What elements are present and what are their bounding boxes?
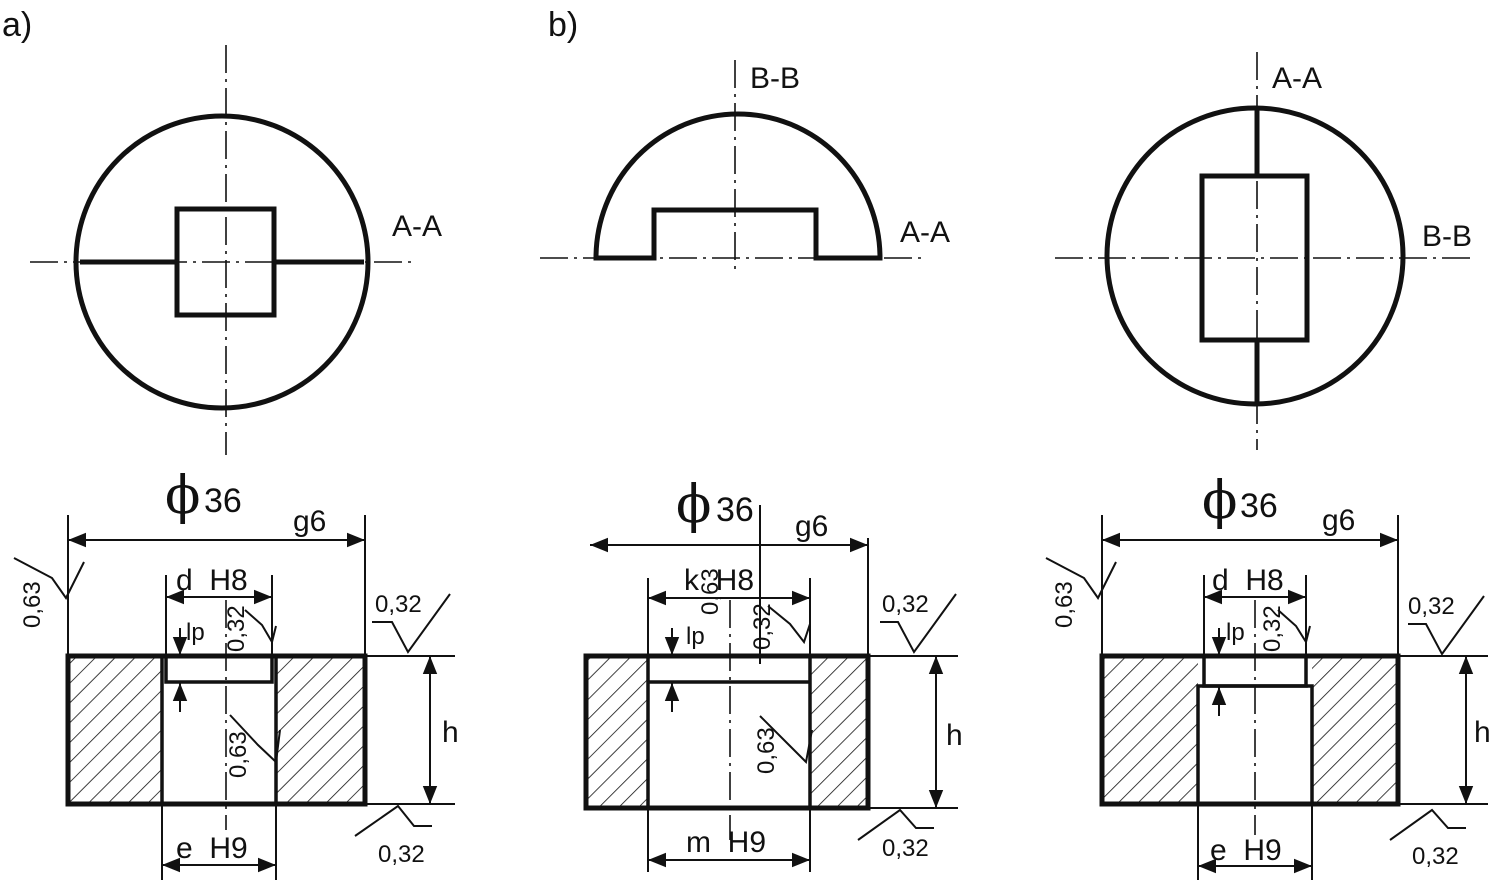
svg-text:0,32: 0,32 (375, 591, 422, 618)
panel-c-dia-tolerance: g6 (1322, 504, 1355, 537)
svg-text:0,32: 0,32 (882, 835, 929, 862)
panel-b-label: b) (548, 6, 578, 44)
svg-text:0,32: 0,32 (882, 591, 929, 618)
panel-a-roughness-top: 0,32 (372, 591, 451, 654)
panel-a: a) A-A ϕ 36 g6 d H8 (2, 6, 459, 880)
panel-a-dia-tolerance: g6 (293, 505, 326, 538)
svg-text:0,32: 0,32 (378, 841, 425, 868)
panel-c-roughness-bottom: 0,32 (1389, 808, 1466, 870)
svg-text:0,32: 0,32 (1412, 843, 1459, 870)
panel-b-roughness-inner-top: 0,32 (749, 603, 811, 650)
panel-b-section-view: ϕ 36 g6 k H8 0,63 lp h m H9 (583, 475, 963, 872)
svg-text:0,32: 0,32 (223, 605, 250, 652)
panel-c-roughness-outer: 0,63 (1045, 557, 1117, 628)
panel-b-dia-tolerance: g6 (795, 510, 828, 543)
panel-a-top-view: A-A (30, 45, 442, 455)
panel-a-height-label: h (442, 716, 459, 749)
panel-b-section-side: A-A (900, 216, 950, 249)
panel-b-top-view: B-B A-A (540, 60, 950, 270)
panel-b-depth-label: lp (686, 623, 705, 650)
panel-c-section-top: A-A (1272, 62, 1322, 95)
svg-text:0,32: 0,32 (1408, 593, 1455, 620)
svg-text:0,32: 0,32 (1259, 605, 1286, 652)
panel-a-inner-label: d H8 (176, 564, 248, 597)
panel-c-section-view: ϕ 36 g6 d H8 lp h e H9 (1045, 471, 1491, 880)
panel-b-roughness-bottom: 0,32 (857, 808, 934, 862)
svg-text:0,63: 0,63 (225, 731, 252, 778)
panel-c-depth-label: lp (1226, 619, 1245, 646)
panel-c-inner-label: d H8 (1212, 564, 1284, 597)
panel-a-roughness-inner-bore: 0,63 (225, 714, 281, 778)
panel-a-roughness-inner-top: 0,32 (223, 605, 277, 652)
panel-c-bore-label: e H9 (1210, 834, 1282, 867)
panel-b-roughness-inner-bore: 0,63 (753, 715, 813, 774)
panel-b-bore-label: m H9 (686, 826, 766, 859)
panel-b-height-label: h (946, 719, 963, 752)
panel-b-section-top: B-B (750, 62, 800, 95)
panel-a-phi-symbol: ϕ (165, 466, 200, 526)
panel-c-dia-value: 36 (1240, 487, 1278, 525)
panel-a-roughness-bottom: 0,32 (354, 804, 432, 868)
panel-b: b) B-B A-A ϕ 36 g6 k H8 0,63 (540, 6, 963, 872)
svg-text:0,63: 0,63 (753, 727, 780, 774)
panel-b-dia-value: 36 (716, 491, 754, 529)
panel-b-phi-symbol: ϕ (676, 475, 711, 535)
panel-b-roughness-top: 0,32 (880, 591, 957, 654)
svg-text:0,32: 0,32 (749, 603, 776, 650)
svg-text:0,63: 0,63 (1051, 581, 1078, 628)
panel-c-roughness-top: 0,32 (1408, 593, 1485, 656)
panel-c-top-view: A-A B-B (1055, 52, 1472, 450)
panel-a-label: a) (2, 6, 32, 44)
panel-c-phi-symbol: ϕ (1202, 471, 1237, 531)
panel-b-inner-overlap: 0,63 (697, 568, 724, 615)
panel-a-roughness-outer: 0,63 (13, 557, 85, 628)
panel-c: A-A B-B ϕ 36 g6 d H8 lp (1045, 52, 1491, 880)
svg-text:0,63: 0,63 (19, 581, 46, 628)
panel-a-bore-label: e H9 (176, 832, 248, 865)
panel-c-section-side: B-B (1422, 220, 1472, 253)
panel-a-dia-value: 36 (204, 482, 242, 520)
panel-a-section-label: A-A (392, 210, 442, 243)
panel-a-section-view: ϕ 36 g6 d H8 lp h e H9 (13, 466, 459, 880)
panel-a-depth-label: lp (186, 619, 205, 646)
panel-c-height-label: h (1474, 716, 1491, 749)
panel-c-roughness-inner-top: 0,32 (1259, 605, 1311, 652)
